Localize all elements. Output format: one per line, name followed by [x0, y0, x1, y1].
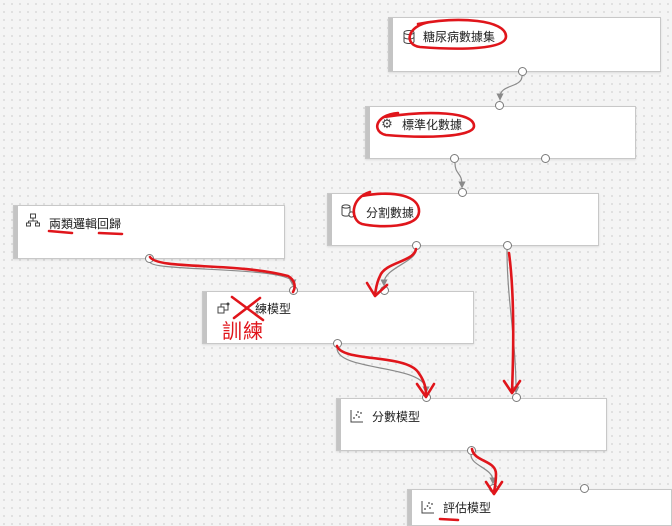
node-evaluate-model[interactable]: 評估模型 — [407, 489, 672, 526]
output-port[interactable] — [518, 67, 527, 76]
node-label: 評估模型 — [443, 501, 492, 515]
wire — [496, 75, 523, 101]
node-label: 標準化數據 — [402, 118, 463, 132]
node-accent — [14, 206, 18, 258]
output-port[interactable] — [145, 254, 154, 263]
wire — [336, 347, 430, 394]
output-port[interactable] — [541, 154, 550, 163]
gear-icon: ⚙ — [381, 117, 393, 132]
wire — [380, 249, 417, 287]
node-diabetes-dataset[interactable]: 糖尿病數據集 — [388, 17, 661, 72]
red-arrow-mark — [507, 251, 515, 394]
wire — [506, 249, 520, 394]
scatter-chart-icon — [421, 500, 435, 514]
node-accent — [389, 18, 393, 71]
node-split-data[interactable]: 分割數據 — [327, 193, 599, 246]
input-port[interactable] — [380, 286, 389, 295]
train-model-icon — [217, 301, 231, 315]
node-accent — [366, 107, 370, 158]
wire — [470, 454, 497, 485]
handwritten-label: 訓練 — [222, 319, 264, 343]
node-accent — [328, 194, 332, 245]
output-port[interactable] — [412, 241, 421, 250]
node-label: 分割數據 — [366, 206, 415, 220]
input-port[interactable] — [512, 393, 521, 402]
node-score-model[interactable]: 分數模型 — [336, 398, 607, 451]
input-port[interactable] — [422, 393, 431, 402]
red-arrow-mark — [148, 255, 296, 294]
scatter-chart-icon — [350, 409, 364, 423]
output-port[interactable] — [333, 339, 342, 348]
node-label: 糖尿病數據集 — [423, 30, 496, 44]
node-accent — [337, 399, 341, 450]
red-arrow-mark — [502, 379, 522, 395]
wire — [454, 162, 466, 189]
node-label: 兩類邏輯回歸 — [49, 217, 122, 231]
wire — [149, 261, 297, 287]
node-label: 分數模型 — [372, 410, 421, 424]
node-accent — [203, 292, 207, 343]
hierarchy-icon — [26, 213, 40, 227]
node-two-class-logistic-regression[interactable]: 兩類邏輯回歸 — [13, 205, 285, 259]
input-port[interactable] — [458, 188, 467, 197]
output-port[interactable] — [467, 446, 476, 455]
node-accent — [408, 490, 412, 525]
output-port[interactable] — [450, 154, 459, 163]
red-arrow-mark — [335, 344, 428, 396]
input-port[interactable] — [489, 484, 498, 493]
database-icon — [403, 30, 417, 44]
input-port[interactable] — [495, 101, 504, 110]
split-data-icon — [341, 204, 355, 218]
input-port[interactable] — [289, 286, 298, 295]
output-port[interactable] — [503, 241, 512, 250]
input-port[interactable] — [580, 484, 589, 493]
node-normalize-data[interactable]: ⚙ 標準化數據 — [365, 106, 636, 159]
